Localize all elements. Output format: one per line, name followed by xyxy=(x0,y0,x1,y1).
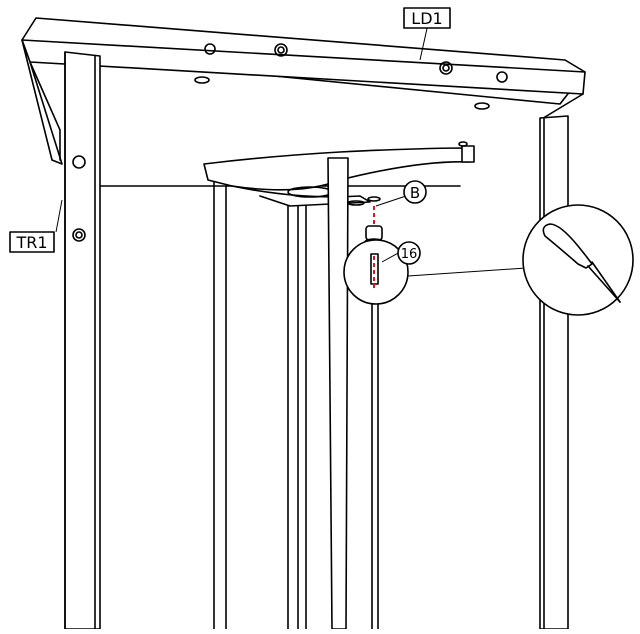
label-16: 16 xyxy=(397,241,421,265)
label-ld1-text: LD1 xyxy=(411,9,442,28)
tool-callout xyxy=(407,204,634,316)
top-panel-holes xyxy=(194,43,508,110)
label-b-text: B xyxy=(410,184,420,202)
right-post xyxy=(539,115,569,630)
label-tr1: TR1 xyxy=(9,231,55,253)
top-panel-ld1 xyxy=(21,17,586,187)
label-ld1: LD1 xyxy=(403,7,451,29)
leader-lines xyxy=(55,23,429,263)
label-tr1-text: TR1 xyxy=(15,233,47,252)
vertical-rods xyxy=(213,157,379,630)
side-panel-tr1 xyxy=(64,51,101,630)
screwdriver-icon xyxy=(542,223,621,303)
label-b: B xyxy=(403,180,427,204)
label-16-text: 16 xyxy=(401,247,418,262)
